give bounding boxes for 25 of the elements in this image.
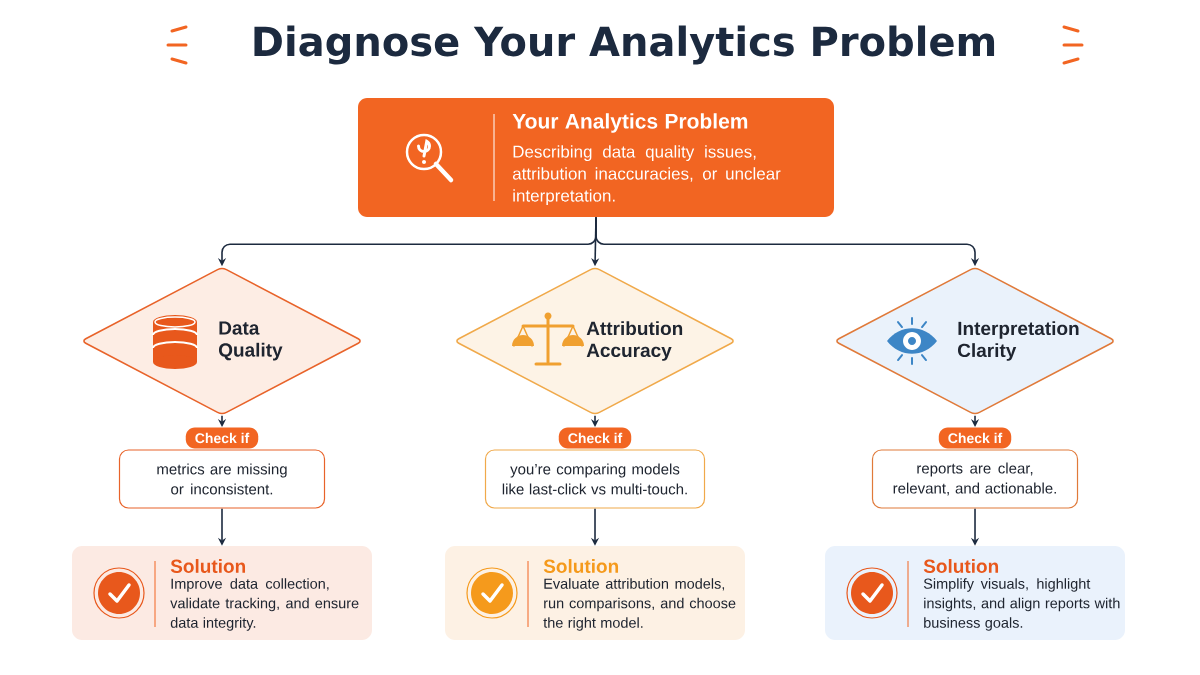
check-if-pill: Check if <box>938 427 1012 449</box>
decision-diamond <box>456 267 734 415</box>
decision-diamond <box>83 267 361 415</box>
title: Diagnose Your Analytics Problem <box>254 25 995 65</box>
box-heading: Your Analytics Problem <box>512 113 748 133</box>
check-if-pill: Check if <box>185 427 259 449</box>
check-if-pill: Check if <box>558 427 632 449</box>
box-description: Describing data quality issues, attribution inaccuracies, or unclear interpretation. <box>512 145 781 206</box>
solution-heading: Solution <box>543 559 619 573</box>
solution-box <box>825 546 1125 640</box>
solution-text: Improve data collection, validate tracking, and ensure data integrity. <box>170 578 359 631</box>
solution-text: Simplify visuals, highlight insights, and align reports with business goals. <box>923 578 1120 631</box>
decision-diamond <box>836 267 1114 415</box>
diamond-label: Attribution Accuracy <box>586 321 683 361</box>
condition-text: reports are clear, relevant, and actionable. <box>893 462 1056 496</box>
condition-text: you’re comparing models like last-click vs multi-touch. <box>502 463 687 495</box>
diamond-label: Interpretation Clarity <box>958 321 1079 361</box>
diamond-label: Data Quality <box>219 321 283 361</box>
solution-heading: Solution <box>170 559 245 573</box>
solution-text: Evaluate attribution models, run comparisons, and choose the right model. <box>543 578 736 631</box>
solution-box <box>72 546 372 640</box>
condition-text: metrics are missing or inconsistent. <box>157 463 287 495</box>
solution-heading: Solution <box>923 559 999 573</box>
solution-box <box>445 546 745 640</box>
problem-box <box>358 98 834 217</box>
